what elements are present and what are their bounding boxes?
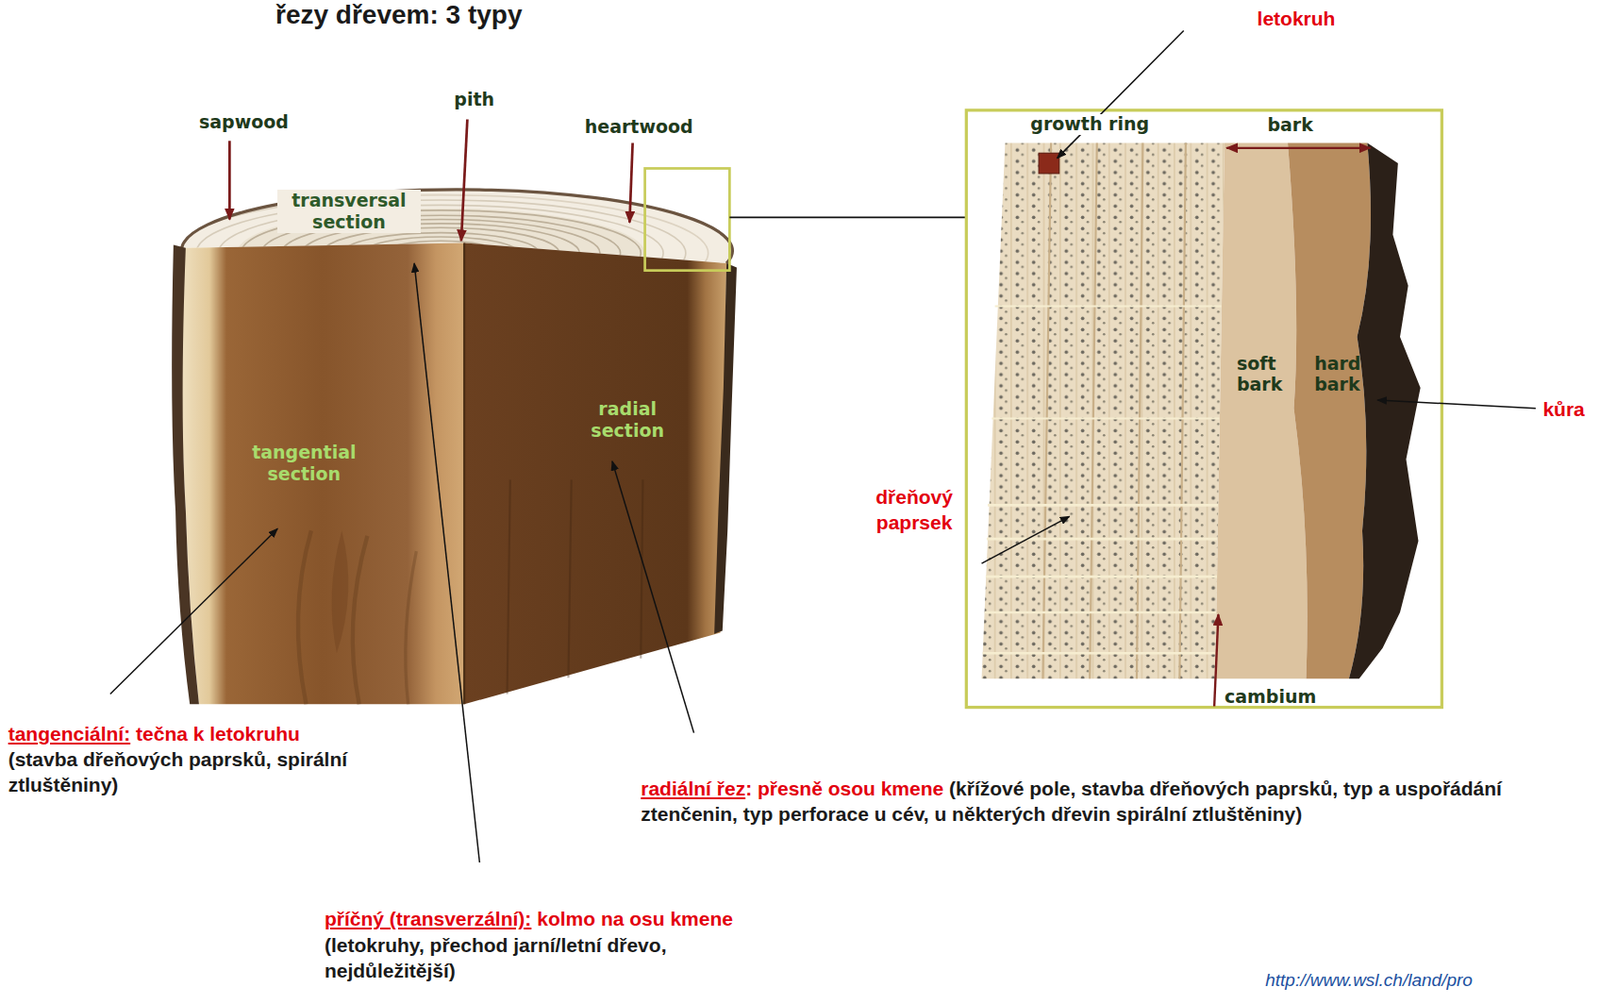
ray-line — [986, 537, 1217, 541]
section-definition: tečna k letokruhu — [135, 722, 300, 745]
annotation-group: tangenciální:tečna k letokruhu(stavba dř… — [8, 720, 453, 799]
callout-label: kůra — [1542, 396, 1584, 422]
outer-bark — [1349, 142, 1421, 679]
section-note: (stavba dřeňových paprsků, spirální ztlu… — [8, 748, 348, 796]
section-term: tangenciální: — [8, 722, 132, 745]
part-label: hard bark — [1314, 353, 1378, 396]
annotation-row: příčný (transverzální):kolmo na osu kmen… — [324, 905, 778, 932]
ring-boundary — [1042, 142, 1051, 679]
inset-frame — [966, 110, 1442, 708]
ray-line — [984, 611, 1217, 615]
ring-boundary — [1179, 142, 1185, 679]
ray-line — [995, 304, 1222, 307]
pointer-arrow — [629, 142, 633, 222]
cut-edge — [463, 242, 466, 704]
leader-line — [110, 528, 278, 694]
grain — [640, 479, 643, 658]
callout-label: letokruh — [1257, 5, 1336, 32]
radial-face — [464, 242, 727, 704]
grain — [507, 479, 511, 694]
section-definition: kolmo na osu kmene — [536, 907, 734, 930]
part-label: cambium — [1224, 686, 1317, 708]
ring-boundary — [1136, 142, 1143, 679]
hard-bark — [1287, 142, 1371, 679]
grain — [405, 550, 417, 704]
section-label: transversal section — [277, 189, 420, 234]
pointer-arrow — [461, 119, 467, 242]
xylem — [982, 142, 1225, 679]
section-term: radiální řez — [640, 777, 746, 800]
ring-boundary — [1089, 142, 1098, 679]
section-definition: : přesně osou kmene — [745, 777, 944, 800]
annotation-group: příčný (transverzální):kolmo na osu kmen… — [324, 905, 778, 984]
grain — [332, 530, 350, 653]
part-label: sapwood — [199, 112, 289, 134]
detail-frame — [645, 167, 731, 270]
part-label: bark — [1266, 115, 1313, 136]
zoom-arrow — [729, 216, 982, 219]
section-term: příčný (transverzální): — [324, 907, 532, 930]
ray-line — [985, 575, 1218, 579]
callout-label: dřeňový paprsek — [842, 483, 985, 536]
part-label: growth ring — [1028, 114, 1151, 135]
tangential-face — [181, 242, 465, 704]
bark-extent-arrow — [1226, 147, 1371, 150]
grain — [567, 479, 571, 678]
growth-ring-mark — [1038, 152, 1060, 174]
ray-line — [991, 416, 1219, 419]
annotation-row: (stavba dřeňových paprsků, spirální ztlu… — [8, 746, 453, 799]
pointer-arrow — [1214, 614, 1218, 706]
grain — [298, 530, 312, 704]
leader-line — [612, 461, 695, 734]
grain — [352, 535, 368, 704]
section-label: radial section — [566, 398, 689, 442]
section-note: (letokruhy, přechod jarní/letní dřevo, n… — [324, 933, 667, 982]
bark-strip — [171, 245, 200, 705]
part-label: heartwood — [584, 116, 694, 138]
part-label: pith — [453, 89, 495, 111]
annotation-row: radiální řez: přesně osou kmene(křížové … — [640, 775, 1529, 828]
leader-line — [414, 263, 480, 863]
pointer-arrow — [228, 140, 232, 219]
ray-line — [987, 503, 1218, 507]
page-title: řezy dřevem: 3 typy — [275, 0, 522, 31]
leader-line — [1377, 400, 1536, 409]
leader-line — [982, 516, 1070, 564]
bark-strip — [714, 263, 737, 634]
part-label: soft bark — [1236, 353, 1300, 396]
section-label: tangential section — [233, 441, 376, 485]
ray-line — [983, 651, 1217, 655]
annotation-group: radiální řez: přesně osou kmene(křížové … — [640, 775, 1529, 828]
source-url: http://www.wsl.ch/land/pro — [1265, 969, 1473, 991]
leader-line — [1057, 30, 1184, 158]
annotation-row: (letokruhy, přechod jarní/letní dřevo, n… — [324, 932, 778, 984]
annotation-row: tangenciální:tečna k letokruhu — [8, 720, 453, 747]
